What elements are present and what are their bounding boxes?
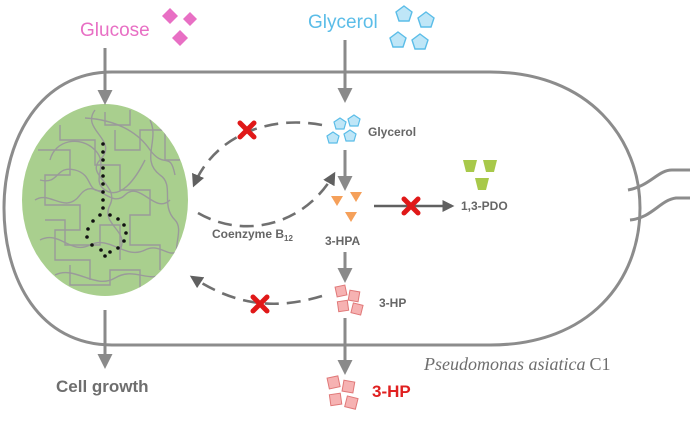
flagellum [627,168,690,222]
glycerol-icon [389,5,435,50]
glycerol-label: Glycerol [308,12,378,33]
dna-tangle [34,109,181,290]
hpa-icon [331,192,362,222]
bacterial-cell [2,70,690,347]
glucose-icon [162,8,197,46]
hp-growth-block-icon [250,294,270,314]
hp-to-growth-dashed-arrow [189,275,323,306]
glucose-label: Glucose [80,20,150,41]
glycerol-growth-block-icon [237,120,257,140]
hp-label: 3-HP [379,296,406,310]
origin-dots [85,142,128,258]
hpa-label: 3-HPA [325,234,360,248]
cell-growth-label: Cell growth [56,377,149,396]
coenzyme-dashed-arrow [197,171,336,228]
nucleoid [22,104,188,296]
coenzyme-label: Coenzyme B12 [212,227,293,243]
pdo-icon [463,160,497,190]
glycerol-to-growth-dashed-arrow [192,121,323,188]
hp-icon [334,284,364,316]
intracellular-glycerol-icon [326,114,361,144]
hp-product-icon [326,375,359,410]
hp-product-label: 3-HP [372,382,411,401]
pdo-block-icon [401,196,421,216]
intracellular-glycerol-label: Glycerol [368,125,416,139]
pdo-label: 1,3-PDO [461,199,508,213]
